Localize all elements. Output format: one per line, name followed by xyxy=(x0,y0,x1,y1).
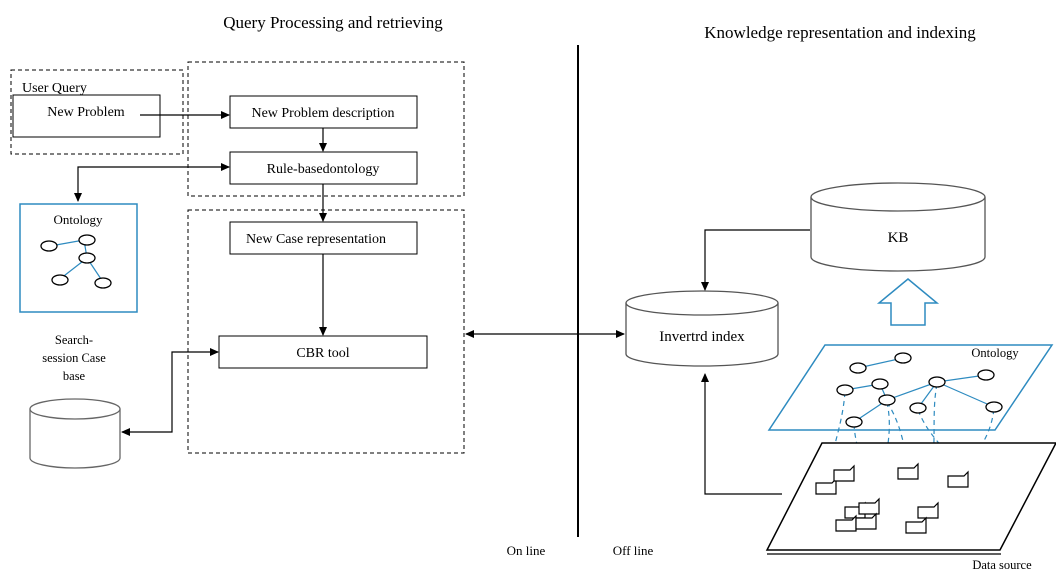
rule-based-ontology-label: Rule-basedontology xyxy=(267,162,380,177)
arrow-rule-to-ontology-panel xyxy=(74,163,230,202)
query-processing-group xyxy=(187,61,465,197)
cbr-tool-label: CBR tool xyxy=(296,346,349,361)
case-base-cylinder xyxy=(29,398,121,469)
case-base-label-line3: base xyxy=(63,369,86,383)
right-heading: Knowledge representation and indexing xyxy=(704,23,976,42)
case-representation-label: New Case representation xyxy=(246,232,386,247)
arrow-cbr-to-case-base xyxy=(121,348,219,436)
data-source-plane xyxy=(765,442,1056,551)
data-source-label: Data source xyxy=(972,558,1032,572)
ontology-panel-nodes xyxy=(40,234,112,289)
data-source-documents xyxy=(815,462,969,534)
new-problem-box xyxy=(12,94,161,138)
user-query-label: User Query xyxy=(22,81,87,96)
kb-cylinder xyxy=(810,182,986,272)
case-base-label-line1: Search- xyxy=(55,333,93,347)
arrow-data-source-to-inverted-index xyxy=(701,373,782,495)
kb-label: KB xyxy=(888,230,909,246)
ontology-plane-label: Ontology xyxy=(971,346,1019,360)
ontology-plane xyxy=(767,344,1054,431)
offline-label: Off line xyxy=(613,543,654,558)
arrow-kb-to-inverted-index xyxy=(701,229,810,291)
online-label: On line xyxy=(507,543,546,558)
inverted-index-cylinder xyxy=(625,290,779,367)
new-problem-label: New Problem xyxy=(47,105,124,120)
rule-based-ontology-box xyxy=(229,151,418,185)
problem-description-box xyxy=(229,95,418,129)
problem-description-label: New Problem description xyxy=(251,106,394,121)
inverted-index-label: Invertrd index xyxy=(659,329,745,345)
cbr-tool-box xyxy=(218,335,428,369)
ontology-panel-label: Ontology xyxy=(53,212,103,227)
ontology-plane-nodes xyxy=(836,352,1003,428)
left-heading: Query Processing and retrieving xyxy=(223,13,443,32)
ontology-to-kb-arrow xyxy=(876,278,940,326)
case-base-label-line2: session Case xyxy=(42,351,106,365)
user-query-group xyxy=(10,69,184,155)
